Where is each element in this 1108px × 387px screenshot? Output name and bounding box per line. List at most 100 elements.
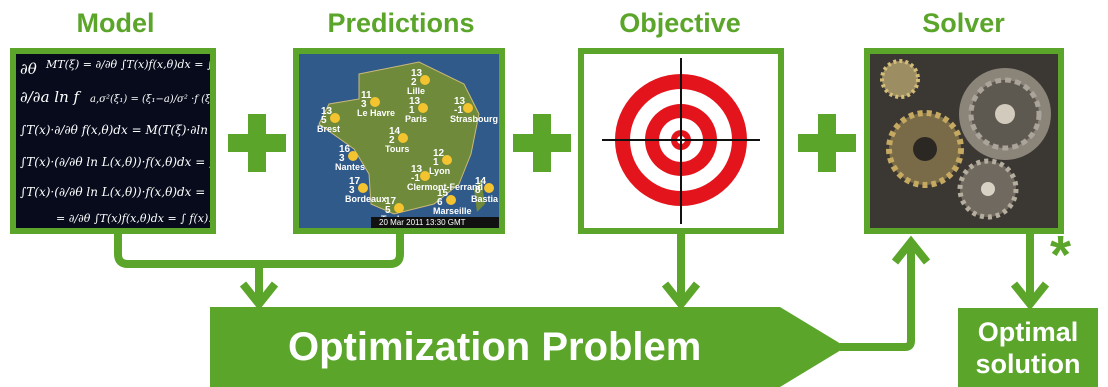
- objective-image: [578, 48, 784, 234]
- svg-text:∂θ: ∂θ: [20, 60, 37, 78]
- objective-arrowhead: [661, 281, 701, 311]
- map-city-name: Paris: [405, 114, 427, 124]
- map-city-name: Clermont-Ferrand: [407, 182, 483, 192]
- sun-icon: [370, 97, 380, 107]
- map-temp-low: 1: [433, 157, 439, 168]
- optimal-solution-line2: solution: [975, 349, 1081, 379]
- optimization-problem-banner: [210, 307, 846, 387]
- map-temp-high: 13: [411, 164, 423, 175]
- map-temp-low: 5: [385, 205, 391, 216]
- merge-connector: [114, 234, 404, 268]
- svg-text:∫T(x)·(∂/∂θ ln L(x,θ))·f(x,θ)d: ∫T(x)·(∂/∂θ ln L(x,θ))·f(x,θ)dx = ...: [20, 185, 210, 199]
- optimal-solution-box: Optimal solution: [958, 308, 1098, 387]
- map-temp-low: 3: [339, 153, 345, 164]
- svg-text:= ∂/∂θ ∫T(x)f(x,θ)dx = ∫ f(x).: = ∂/∂θ ∫T(x)f(x,θ)dx = ∫ f(x)...: [56, 212, 210, 225]
- map-temp-high: 14: [475, 176, 487, 187]
- map-temp-high: 13: [411, 68, 423, 79]
- map-temp-low: 5: [321, 115, 327, 126]
- target-picture: [602, 58, 760, 224]
- sun-icon: [446, 195, 456, 205]
- solver-feed-line: [840, 244, 915, 351]
- plus-icon-2: [513, 114, 571, 172]
- map-temp-low: 6: [437, 197, 443, 208]
- sun-icon: [463, 103, 473, 113]
- solver-arrowhead: [891, 235, 931, 265]
- map-city-name: Brest: [317, 124, 340, 134]
- map-temp-high: 11: [361, 90, 372, 101]
- svg-text:∂/∂a ln f: ∂/∂a ln f: [20, 88, 82, 106]
- sun-icon: [394, 203, 404, 213]
- map-temp-high: 13: [321, 106, 333, 117]
- gears-picture: [870, 54, 1058, 228]
- map-city-name: Nantes: [335, 162, 365, 172]
- solver-image: [864, 48, 1064, 234]
- map-city-name: Bastia: [471, 194, 499, 204]
- map-temp-low: 3: [349, 185, 355, 196]
- sun-icon: [484, 183, 494, 193]
- model-image: ∂θ MT(ξ) = ∂/∂θ ∫T(x)f(x,θ)dx = ∫ f(x)..…: [10, 48, 216, 234]
- map-temp-low: -1: [454, 105, 463, 116]
- merge-arrowhead: [239, 281, 279, 311]
- sun-icon: [420, 75, 430, 85]
- svg-text:∫T(x)·(∂/∂θ ln L(x,θ))·f(x,θ)d: ∫T(x)·(∂/∂θ ln L(x,θ))·f(x,θ)dx = ∫T(x).…: [20, 155, 210, 169]
- map-temp-low: 3: [361, 99, 367, 110]
- map-temp-high: 16: [339, 144, 351, 155]
- svg-text:∫T(x)·∂/∂θ f(x,θ)dx = M(T(ξ)·∂: ∫T(x)·∂/∂θ f(x,θ)dx = M(T(ξ)·∂ln L)...: [20, 123, 210, 137]
- map-temp-low: 2: [389, 135, 395, 146]
- map-temp-high: 17: [349, 176, 361, 187]
- solver-title: Solver: [922, 8, 1005, 38]
- sun-icon: [418, 103, 428, 113]
- map-city-name: Lyon: [429, 166, 450, 176]
- objective-title: Objective: [619, 8, 741, 38]
- svg-text:a,σ²(ξ₁) = (ξ₁−a)/σ² ·f (ξ₁)..: a,σ²(ξ₁) = (ξ₁−a)/σ² ·f (ξ₁)...: [90, 94, 210, 105]
- optimization-problem-label: Optimization Problem: [288, 325, 702, 369]
- map-city-name: Tours: [385, 144, 409, 154]
- map-temp-high: 17: [385, 196, 397, 207]
- map-temp-low: 1: [409, 105, 415, 116]
- map-city-name: Strasbourg: [450, 114, 498, 124]
- sun-icon: [330, 113, 340, 123]
- map-city-name: Marseille: [433, 206, 472, 216]
- plus-icon-3: [798, 114, 856, 172]
- optimal-solution-line1: Optimal: [977, 317, 1079, 347]
- map-temp-high: 13: [454, 96, 466, 107]
- sun-icon: [358, 183, 368, 193]
- map-temp-high: 14: [389, 126, 401, 137]
- map-temp-high: 15: [437, 188, 449, 199]
- map-temp-high: 12: [433, 148, 445, 159]
- sun-icon: [398, 133, 408, 143]
- map-temp-low: 2: [411, 77, 417, 88]
- sun-icon: [348, 151, 358, 161]
- map-city-name: Lille: [407, 86, 425, 96]
- plus-icon-1: [228, 114, 286, 172]
- map-timestamp: 20 Mar 2011 13:30 GMT: [379, 218, 466, 227]
- map-temp-low: 8: [475, 185, 481, 196]
- model-title: Model: [76, 8, 155, 38]
- map-temp-high: 13: [409, 96, 421, 107]
- optimal-arrowhead: [1010, 281, 1050, 311]
- predictions-title: Predictions: [327, 8, 475, 38]
- sun-icon: [442, 155, 452, 165]
- star-marker: *: [1050, 225, 1072, 285]
- svg-text:MT(ξ) = ∂/∂θ ∫T(x)f(x,θ)dx = ∫: MT(ξ) = ∂/∂θ ∫T(x)f(x,θ)dx = ∫ f(x)...: [45, 58, 210, 71]
- map-city-name: Bordeaux: [345, 194, 387, 204]
- map-city-name: Le Havre: [357, 108, 395, 118]
- equations-picture: ∂θ MT(ξ) = ∂/∂θ ∫T(x)f(x,θ)dx = ∫ f(x)..…: [16, 54, 210, 228]
- sun-icon: [420, 171, 430, 181]
- map-temp-low: -1: [411, 173, 420, 184]
